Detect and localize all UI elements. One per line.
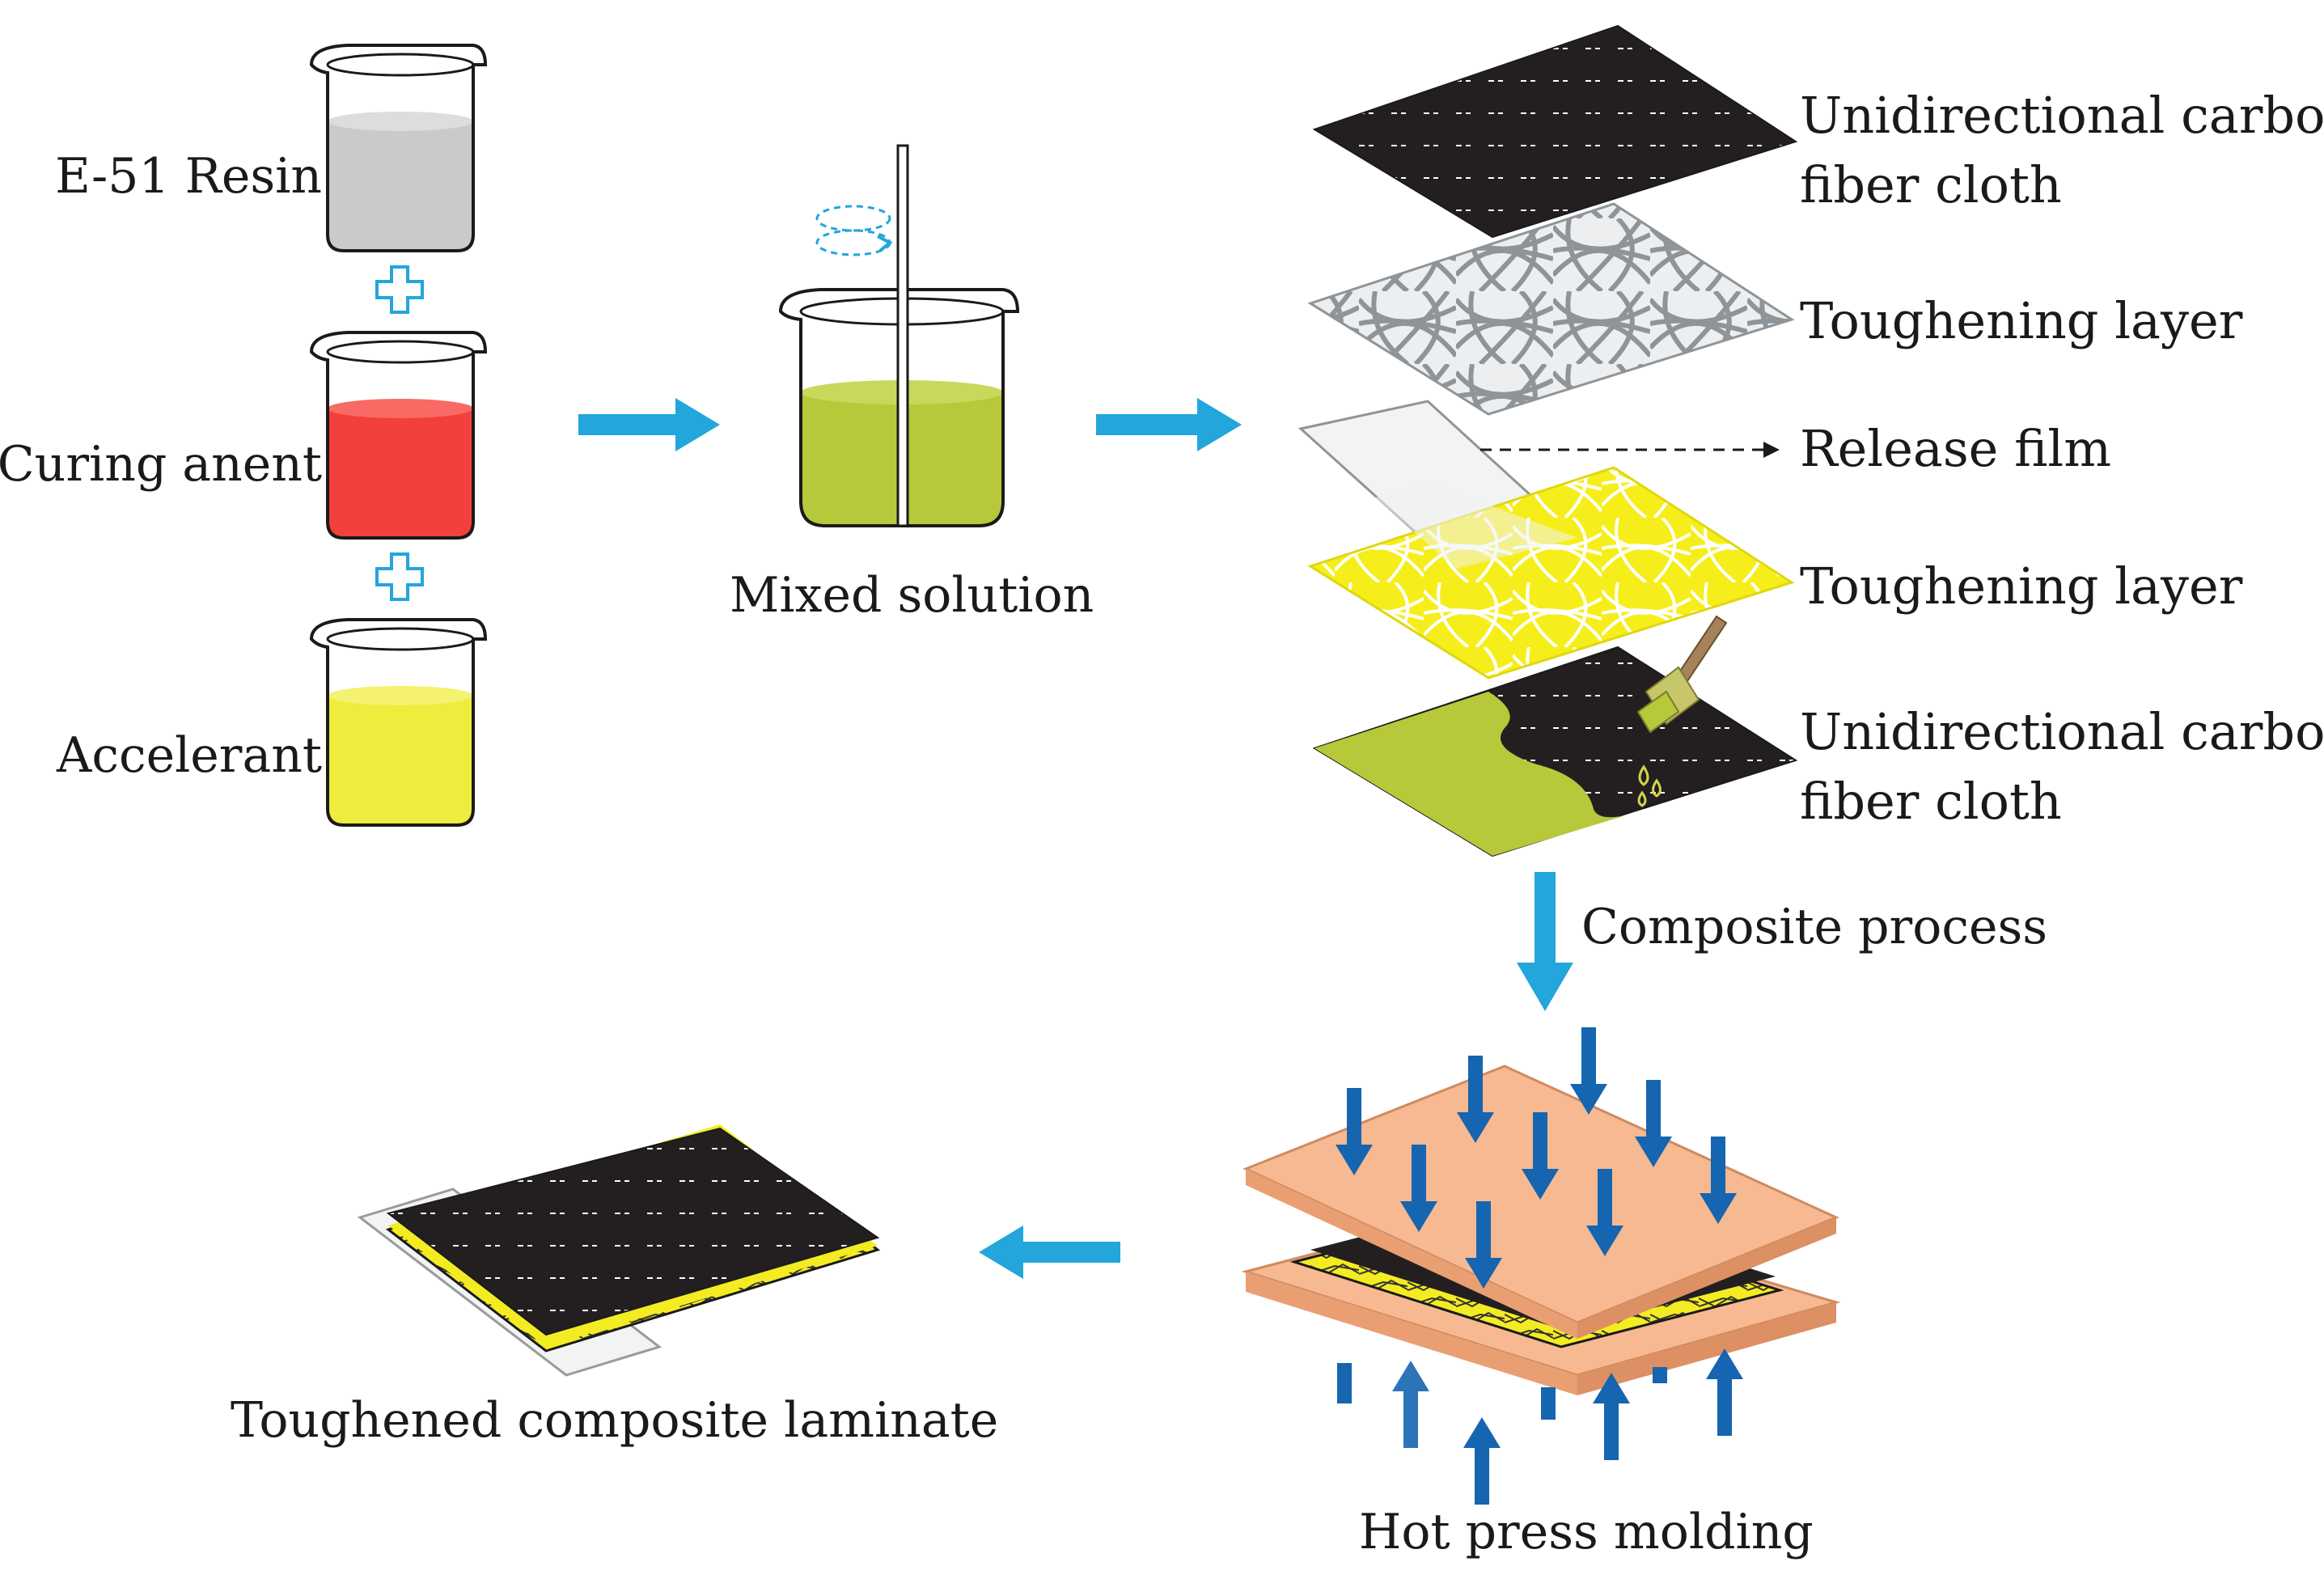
arrow-right bbox=[1096, 398, 1242, 451]
carbon-cloth-bottom bbox=[1312, 646, 1798, 857]
label-mixed-solution: Mixed solution bbox=[730, 567, 1094, 624]
label-hot-press-molding: Hot press molding bbox=[1359, 1504, 1814, 1560]
resin-beaker bbox=[309, 44, 488, 252]
arrow-down bbox=[1517, 872, 1573, 1011]
label-carbon-bottom-line1: Unidirectional carbon bbox=[1800, 702, 2324, 761]
press-arrows-up bbox=[1337, 1348, 1743, 1505]
accelerant-beaker bbox=[309, 618, 488, 827]
rotation-icon bbox=[815, 205, 893, 256]
brush-icon bbox=[1636, 615, 1728, 734]
release-film-pointer bbox=[1480, 442, 1780, 458]
label-toughening-bottom: Toughening layer bbox=[1800, 557, 2243, 616]
label-composite-process: Composite process bbox=[1581, 899, 2048, 955]
drops-icon bbox=[1637, 764, 1662, 807]
label-toughening-top: Toughening layer bbox=[1800, 291, 2243, 350]
carbon-cloth-top bbox=[1312, 24, 1798, 239]
label-curing-agent: Curing anent bbox=[0, 436, 322, 493]
label-carbon-top-line2: fiber cloth bbox=[1800, 155, 2062, 214]
arrow-right bbox=[578, 398, 720, 451]
plus-icon bbox=[375, 552, 424, 601]
curing-agent-beaker bbox=[309, 331, 488, 540]
plus-icon bbox=[375, 265, 424, 314]
toughening-layer-gray bbox=[1307, 202, 1795, 416]
toughening-layer-yellow bbox=[1307, 466, 1795, 679]
label-resin: E-51 Resin bbox=[55, 148, 322, 205]
label-carbon-top-line1: Unidirectional carbon bbox=[1800, 86, 2324, 145]
mixed-solution-beaker bbox=[778, 144, 1020, 527]
arrow-left bbox=[979, 1226, 1120, 1279]
label-toughened-laminate: Toughened composite laminate bbox=[231, 1392, 999, 1449]
toughened-laminate bbox=[357, 1124, 881, 1377]
label-release-film: Release film bbox=[1800, 419, 2112, 478]
label-accelerant: Accelerant bbox=[57, 727, 322, 784]
press-arrows-down bbox=[1336, 1027, 1737, 1289]
label-carbon-bottom-line2: fiber cloth bbox=[1800, 772, 2062, 831]
